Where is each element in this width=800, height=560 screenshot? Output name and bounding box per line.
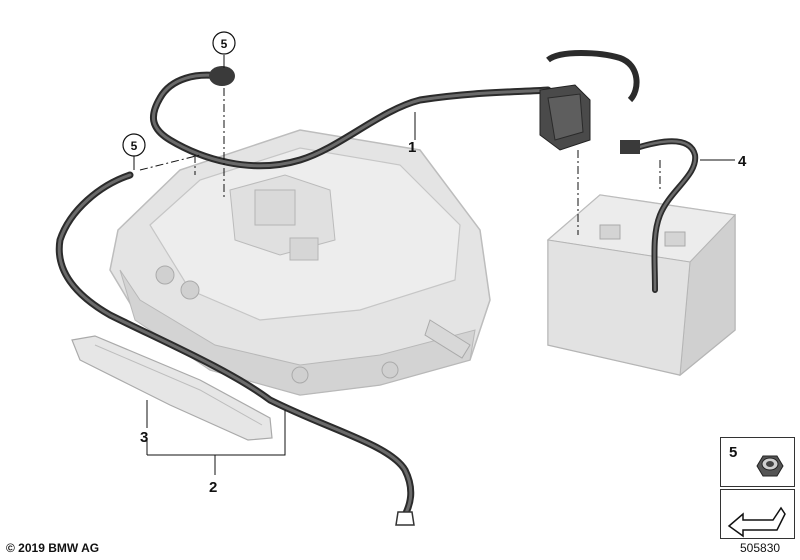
cable-terminal bbox=[209, 66, 235, 86]
callout-1: 1 bbox=[408, 139, 416, 156]
hex-nut-icon bbox=[756, 455, 784, 477]
forward-arrow-icon bbox=[727, 506, 786, 538]
cover-bracket bbox=[71, 335, 273, 441]
fuse-box bbox=[539, 84, 591, 151]
callout-2: 2 bbox=[209, 479, 217, 496]
callout-circle-5b bbox=[122, 133, 146, 157]
callout-5a: 5 bbox=[221, 37, 228, 51]
legend-arrow-box bbox=[720, 489, 795, 539]
callout-lines bbox=[133, 55, 735, 475]
cable-2-lug bbox=[395, 511, 415, 526]
power-electronics-housing bbox=[109, 129, 491, 396]
battery bbox=[546, 194, 737, 377]
callout-circle-5a bbox=[212, 31, 236, 55]
cable-4-terminal bbox=[620, 140, 640, 154]
callout-3: 3 bbox=[140, 429, 148, 446]
leader-lines bbox=[139, 88, 661, 235]
diagram-id: 505830 bbox=[740, 541, 781, 555]
callout-5b: 5 bbox=[131, 139, 138, 153]
legend-part-box: 5 bbox=[720, 437, 795, 487]
callout-4: 4 bbox=[738, 153, 747, 170]
legend-part-number: 5 bbox=[729, 444, 738, 461]
copyright-text: © 2019 BMW AG bbox=[6, 541, 100, 555]
